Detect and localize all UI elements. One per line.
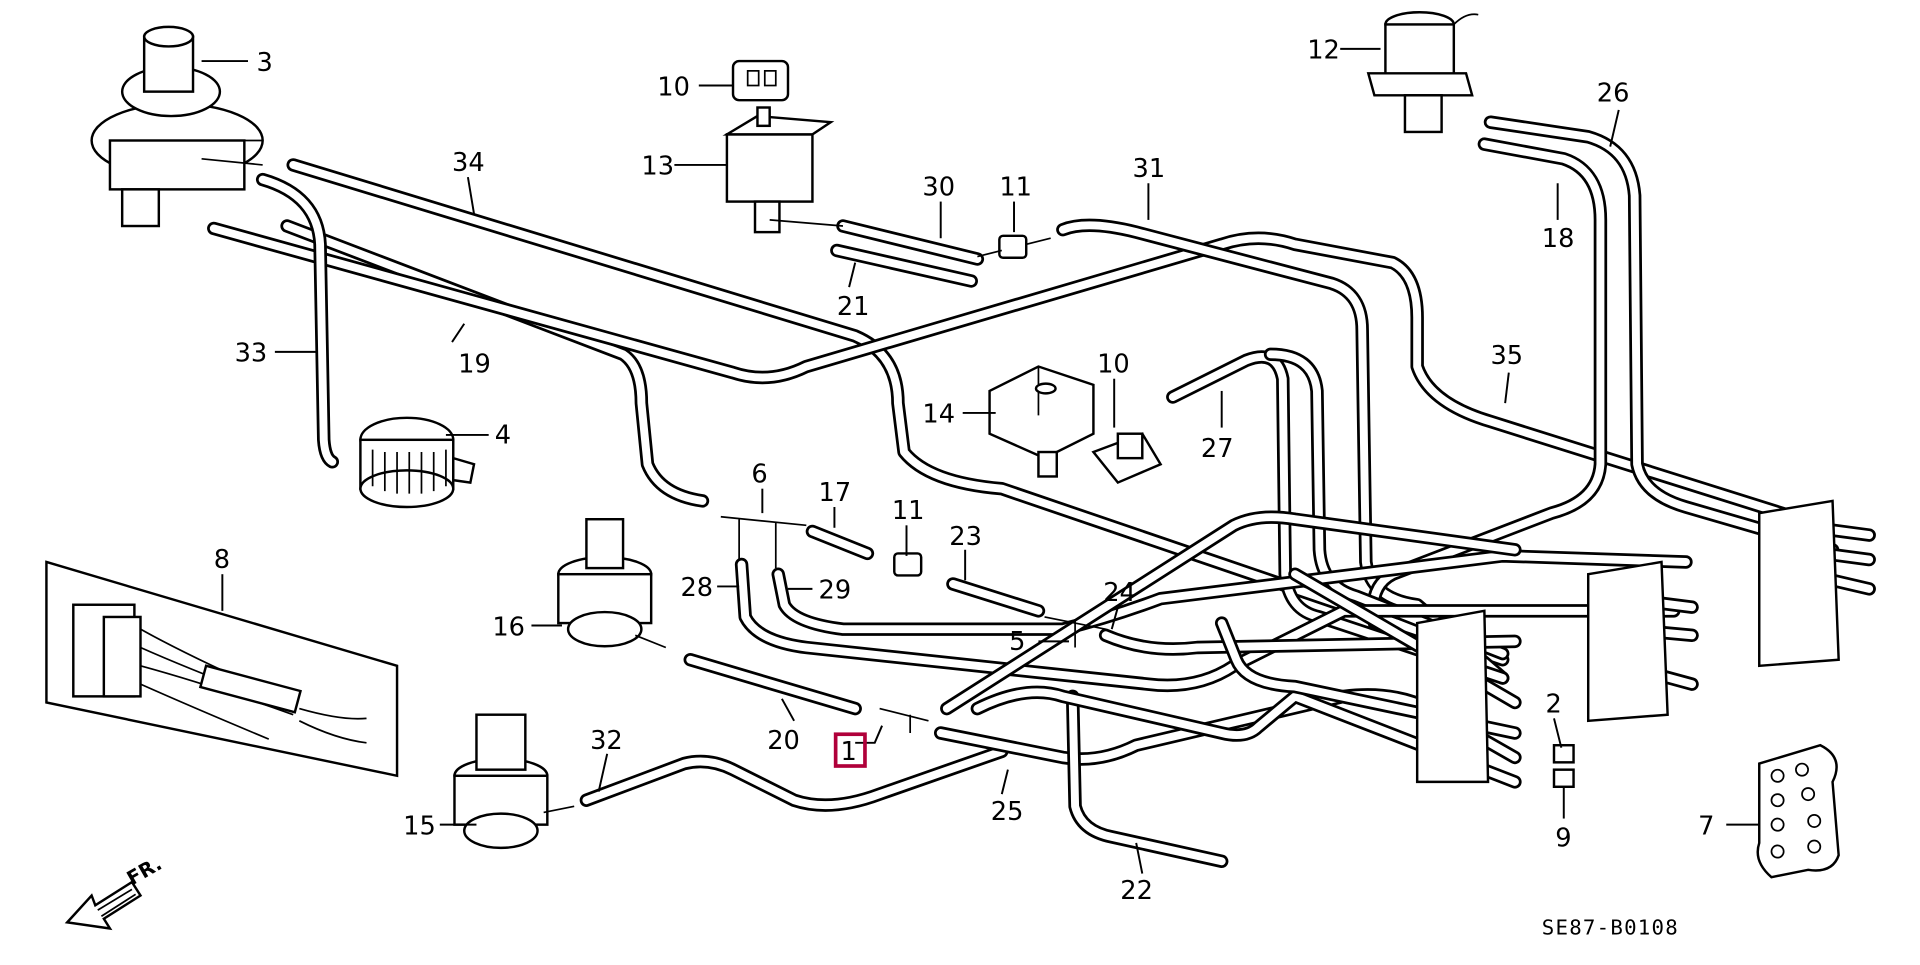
part-16-valve — [557, 518, 667, 649]
part-8-harness — [45, 560, 399, 778]
part-7-gasket — [1756, 743, 1840, 879]
callout-12[interactable]: 12 — [1307, 36, 1340, 66]
part-12-solenoid — [1366, 10, 1479, 134]
callout-18[interactable]: 18 — [1542, 224, 1575, 254]
callout-9[interactable]: 9 — [1555, 824, 1571, 854]
callout-30[interactable]: 30 — [922, 172, 955, 202]
leader-lines — [201, 47, 1760, 874]
part-15-valve — [453, 713, 575, 850]
callout-11-top[interactable]: 11 — [999, 172, 1032, 202]
part-3-valve — [90, 25, 264, 228]
callout-13[interactable]: 13 — [641, 152, 674, 182]
part-11-joint-top — [977, 234, 1051, 260]
callout-4[interactable]: 4 — [495, 420, 511, 450]
part-10-bracket — [1091, 432, 1163, 485]
parts-group — [45, 10, 1840, 879]
callout-24[interactable]: 24 — [1103, 578, 1136, 608]
callout-23[interactable]: 23 — [949, 522, 982, 552]
diagram-code: SE87-B0108 — [1542, 916, 1679, 940]
callout-5[interactable]: 5 — [1009, 627, 1025, 657]
part-13-solenoid — [722, 106, 844, 234]
small-joints — [720, 515, 1575, 788]
callout-35[interactable]: 35 — [1490, 341, 1523, 371]
callout-26[interactable]: 26 — [1597, 78, 1630, 108]
callout-19[interactable]: 19 — [458, 350, 491, 380]
callout-2[interactable]: 2 — [1545, 689, 1561, 719]
front-direction-indicator: FR. — [64, 852, 166, 931]
callout-25[interactable]: 25 — [991, 797, 1024, 827]
hose-group — [207, 115, 1876, 869]
part-14-solenoid — [988, 365, 1095, 478]
callout-27[interactable]: 27 — [1201, 434, 1234, 464]
callout-31[interactable]: 31 — [1133, 154, 1166, 184]
part-10-cover-top — [731, 59, 790, 102]
callout-8[interactable]: 8 — [214, 545, 230, 575]
callout-labels: 1 2 3 4 5 6 7 8 9 10 10 11 11 12 13 14 1… — [214, 36, 1715, 907]
callout-10-top[interactable]: 10 — [657, 72, 690, 102]
callout-34[interactable]: 34 — [452, 148, 485, 178]
bracket-plates — [1415, 499, 1840, 784]
callout-32[interactable]: 32 — [590, 726, 623, 756]
front-arrow-icon — [64, 880, 143, 931]
callout-3[interactable]: 3 — [257, 48, 273, 78]
callout-29[interactable]: 29 — [819, 576, 852, 606]
callout-16[interactable]: 16 — [492, 612, 525, 642]
callout-20[interactable]: 20 — [767, 726, 800, 756]
callout-28[interactable]: 28 — [680, 573, 713, 603]
callout-10-right[interactable]: 10 — [1097, 350, 1130, 380]
highlighted-callout-box — [833, 732, 867, 768]
callout-33[interactable]: 33 — [235, 339, 268, 369]
callout-15[interactable]: 15 — [403, 811, 436, 841]
callout-17[interactable]: 17 — [819, 478, 852, 508]
callout-14[interactable]: 14 — [922, 400, 955, 430]
callout-11-lower[interactable]: 11 — [892, 496, 925, 526]
part-4-filter — [359, 416, 476, 509]
callout-1[interactable]: 1 — [841, 737, 857, 767]
callout-22[interactable]: 22 — [1120, 876, 1153, 906]
callout-6[interactable]: 6 — [751, 460, 767, 490]
callout-21[interactable]: 21 — [837, 292, 870, 322]
callout-7[interactable]: 7 — [1698, 811, 1714, 841]
